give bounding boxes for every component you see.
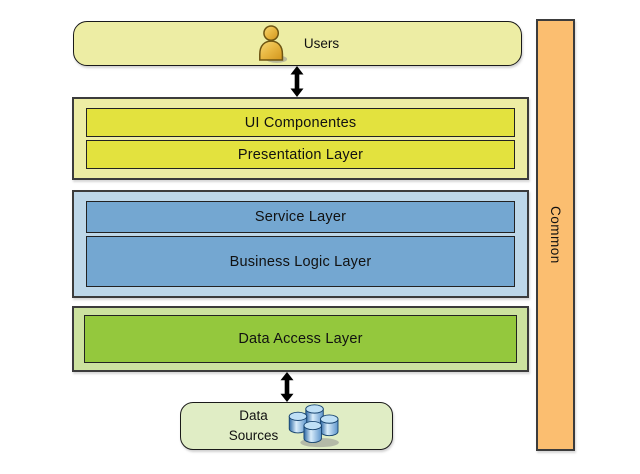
business-layer-group: Service Layer Business Logic Layer bbox=[72, 190, 529, 298]
presentation-layer-label: Presentation Layer bbox=[237, 146, 364, 163]
presentation-layer-group: UI Componentes Presentation Layer bbox=[72, 97, 529, 180]
data-sources-box: Data Sources bbox=[180, 402, 393, 450]
ui-components-label: UI Componentes bbox=[244, 114, 357, 131]
common-label: Common bbox=[548, 206, 563, 264]
users-label: Users bbox=[303, 36, 340, 51]
common-bar: Common bbox=[536, 19, 575, 451]
database-icon bbox=[286, 403, 344, 449]
arrow-dataaccess-datasources-icon bbox=[280, 372, 294, 402]
presentation-layer-box: Presentation Layer bbox=[86, 140, 515, 169]
business-logic-layer-box: Business Logic Layer bbox=[86, 236, 515, 287]
data-sources-line1: Data bbox=[239, 408, 268, 424]
data-access-layer-box: Data Access Layer bbox=[84, 315, 517, 363]
data-layer-group: Data Access Layer bbox=[72, 306, 529, 372]
data-sources-line2: Sources bbox=[228, 428, 279, 443]
data-sources-label: Data Sources bbox=[229, 406, 279, 445]
users-box: Users bbox=[73, 21, 522, 66]
business-logic-layer-label: Business Logic Layer bbox=[229, 253, 372, 270]
arrow-users-presentation-icon bbox=[290, 66, 304, 97]
data-access-layer-label: Data Access Layer bbox=[238, 331, 363, 347]
service-layer-label: Service Layer bbox=[254, 209, 347, 225]
service-layer-box: Service Layer bbox=[86, 201, 515, 233]
user-icon bbox=[256, 24, 290, 64]
ui-components-box: UI Componentes bbox=[86, 108, 515, 137]
